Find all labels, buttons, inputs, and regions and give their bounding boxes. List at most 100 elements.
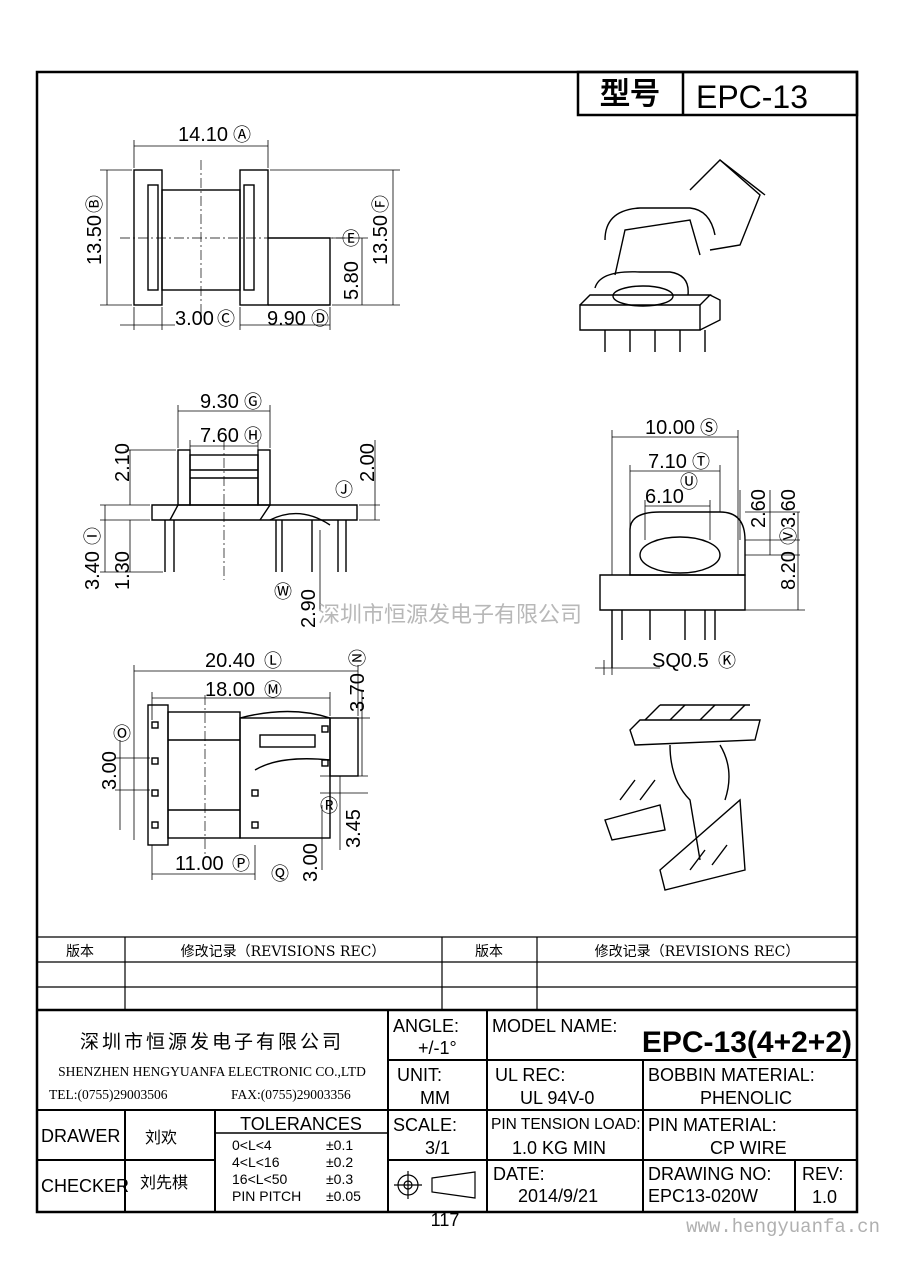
date-value: 2014/9/21 — [518, 1186, 598, 1206]
date-label: DATE: — [493, 1164, 545, 1184]
scale-value: 3/1 — [425, 1138, 450, 1158]
bobbin-material-label: BOBBIN MATERIAL: — [648, 1065, 815, 1085]
checker-value: 刘先棋 — [140, 1173, 188, 1192]
ul-rec-label: UL REC: — [495, 1065, 565, 1085]
tol-value-3: ±0.3 — [326, 1171, 353, 1187]
ref-p: Ⓟ — [232, 854, 250, 874]
angle-value: +/-1° — [418, 1038, 457, 1058]
dim-3-45: 3.45 — [343, 809, 365, 848]
ref-g: Ⓖ — [244, 392, 262, 412]
ref-b: Ⓑ — [85, 195, 105, 213]
model-header: 型号 EPC-13 — [576, 70, 859, 117]
company-name-en: SHENZHEN HENGYUANFA ELECTRONIC CO.,LTD — [58, 1064, 366, 1079]
dim-6-10: 6.10 — [645, 486, 684, 508]
ref-d: Ⓓ — [311, 309, 329, 329]
ref-s: Ⓢ — [700, 418, 718, 438]
ref-n: Ⓝ — [348, 649, 368, 667]
watermark: 深圳市恒源发电子有限公司 — [318, 603, 582, 628]
drawing-no-label: DRAWING NO: — [648, 1164, 771, 1184]
title-block-fields: ANGLE: +/-1° MODEL NAME: EPC-13(4+2+2) U… — [41, 1016, 852, 1207]
ref-q: Ⓠ — [271, 864, 289, 884]
sheet-border — [35, 70, 859, 1214]
pin-material-value: CP WIRE — [710, 1138, 787, 1158]
dim-8-20: 8.20 — [778, 551, 800, 590]
dim-13-50-left: 13.50 — [84, 215, 106, 265]
ref-w: Ⓦ — [274, 582, 292, 602]
company-fax: FAX:(0755)29003356 — [231, 1087, 351, 1102]
dim-2-60: 2.60 — [748, 489, 770, 528]
top-view-dims: 14.10 Ⓐ 13.50 Ⓑ 13.50 Ⓕ Ⓔ 5.80 3.00 Ⓒ 9.… — [84, 124, 392, 330]
tol-value-2: ±0.2 — [326, 1154, 353, 1170]
ref-u: Ⓤ — [680, 472, 698, 492]
type-value: EPC-13 — [696, 79, 808, 115]
end-view — [595, 430, 805, 675]
dim-9-90: 9.90 — [267, 308, 306, 330]
checker-label: CHECKER — [41, 1176, 129, 1196]
side-view-dims: 9.30 Ⓖ 7.60 Ⓗ 2.10 2.00 Ⓙ 3.40 Ⓘ 1.30 Ⓦ … — [82, 391, 379, 628]
dim-3-70: 3.70 — [347, 673, 369, 712]
dim-3-00: 3.00 — [175, 308, 214, 330]
ref-a: Ⓐ — [233, 125, 251, 145]
company-name-cn: 深圳市恒源发电子有限公司 — [80, 1031, 344, 1053]
rev-col-version-1: 版本 — [66, 944, 94, 960]
dim-3-40: 3.40 — [82, 551, 104, 590]
dim-11-00: 11.00 — [175, 853, 224, 875]
ref-e: Ⓔ — [342, 229, 360, 249]
dim-7-10: 7.10 — [648, 451, 687, 473]
dim-3-00-left: 3.00 — [99, 751, 121, 790]
dim-20-40: 20.40 — [205, 650, 255, 672]
ref-v: Ⓥ — [779, 527, 799, 545]
dim-2-00: 2.00 — [357, 443, 379, 482]
pin-tension-label: PIN TENSION LOAD: — [491, 1116, 641, 1133]
dim-2-10: 2.10 — [112, 443, 134, 482]
bottom-view-dims: 20.40 Ⓛ 18.00 Ⓜ 3.70 Ⓝ Ⓞ 3.00 Ⓡ 3.45 11.… — [99, 649, 369, 884]
rev-label: REV: — [802, 1164, 843, 1184]
side-view — [100, 405, 380, 610]
ref-f: Ⓕ — [371, 195, 391, 213]
ul-rec-value: UL 94V-0 — [520, 1088, 594, 1108]
projection-symbol-icon — [394, 1171, 476, 1199]
company-block: 深圳市恒源发电子有限公司 SHENZHEN HENGYUANFA ELECTRO… — [49, 1031, 366, 1102]
dim-13-50-right: 13.50 — [370, 215, 392, 265]
type-label: 型号 — [600, 77, 660, 112]
dim-1-30: 1.30 — [112, 551, 134, 590]
tol-value-1: ±0.1 — [326, 1137, 353, 1153]
dim-5-80: 5.80 — [341, 261, 363, 300]
bobbin-material-value: PHENOLIC — [700, 1088, 792, 1108]
isometric-view-top — [579, 159, 766, 352]
ref-h: Ⓗ — [244, 426, 262, 446]
drawer-value: 刘欢 — [145, 1128, 177, 1147]
isometric-view-bottom — [604, 704, 761, 891]
dim-3-00-bottom: 3.00 — [300, 843, 322, 882]
pin-tension-value: 1.0 KG MIN — [512, 1138, 606, 1158]
bottom-view — [115, 665, 370, 880]
dim-9-30: 9.30 — [200, 391, 239, 413]
dim-2-90: 2.90 — [298, 589, 320, 628]
dim-14-10: 14.10 — [178, 124, 228, 146]
ref-c: Ⓒ — [217, 309, 235, 329]
dim-18-00: 18.00 — [205, 679, 255, 701]
scale-label: SCALE: — [393, 1115, 457, 1135]
website-url: www.hengyuanfa.cn — [686, 1216, 880, 1238]
model-name-value: EPC-13(4+2+2) — [642, 1026, 852, 1059]
ref-i: Ⓘ — [83, 527, 103, 545]
ref-o: Ⓞ — [113, 724, 131, 744]
revisions-table — [37, 936, 857, 1010]
dim-10-00: 10.00 — [645, 417, 695, 439]
dim-7-60: 7.60 — [200, 425, 239, 447]
tol-range-1: 0<L<4 — [232, 1137, 272, 1153]
drawing-no-value: EPC13-020W — [648, 1186, 758, 1206]
rev-col-record-1: 修改记录（REVISIONS REC） — [181, 944, 386, 960]
dim-3-60: 3.60 — [778, 489, 800, 528]
ref-m: Ⓜ — [264, 680, 282, 700]
tol-range-2: 4<L<16 — [232, 1154, 280, 1170]
drawer-label: DRAWER — [41, 1126, 120, 1146]
model-name-label: MODEL NAME: — [492, 1016, 617, 1036]
unit-value: MM — [420, 1088, 450, 1108]
company-tel: TEL:(0755)29003506 — [49, 1087, 168, 1102]
tolerances-title: TOLERANCES — [240, 1114, 362, 1134]
tol-range-3: 16<L<50 — [232, 1171, 287, 1187]
dim-sq: SQ0.5 — [652, 650, 709, 672]
pin-material-label: PIN MATERIAL: — [648, 1115, 777, 1135]
